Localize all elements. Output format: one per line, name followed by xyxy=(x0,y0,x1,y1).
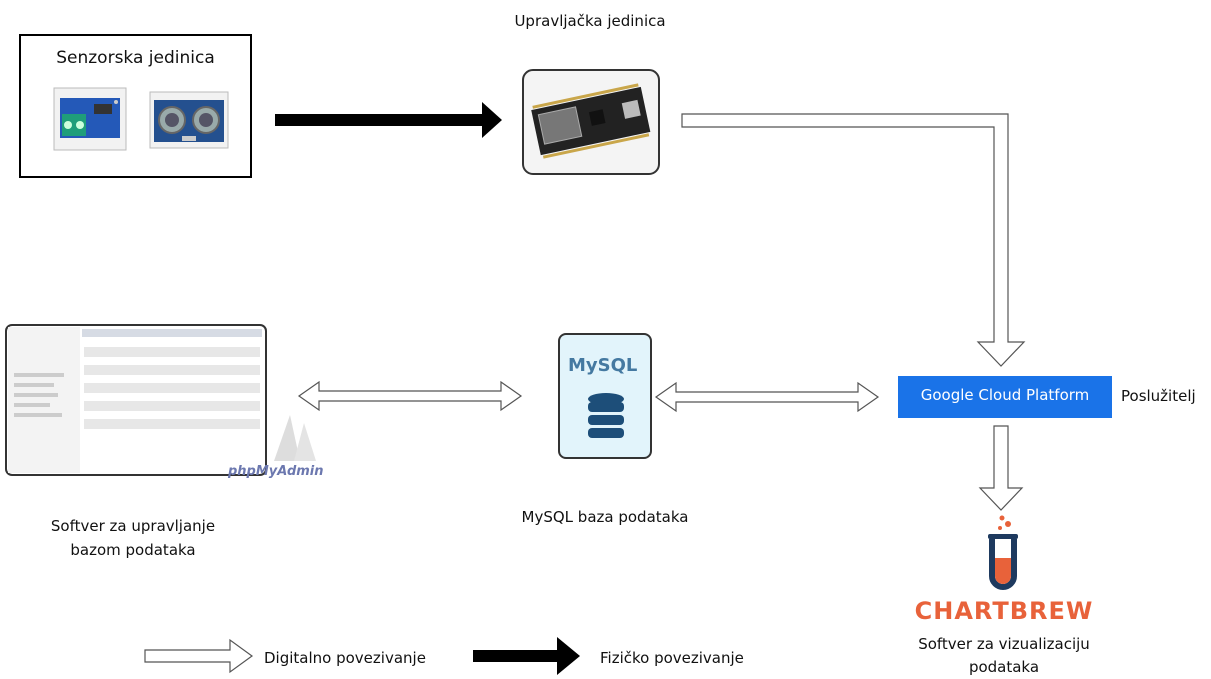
digital-arrow-mysql-gcp xyxy=(654,381,880,413)
database-icon xyxy=(588,393,624,438)
gcp-badge: Google Cloud Platform xyxy=(898,376,1112,418)
current-sensor-image xyxy=(53,87,127,151)
digital-arrow-phpmyadmin-mysql xyxy=(297,380,523,412)
phpmyadmin-caption-line2: bazom podataka xyxy=(70,541,196,559)
control-unit-title: Upravljačka jedinica xyxy=(514,12,666,30)
sensor-unit-title: Senzorska jedinica xyxy=(56,48,215,68)
legend-physical-label: Fizičko povezivanje xyxy=(600,649,744,667)
digital-arrow-controller-to-gcp xyxy=(681,113,1026,367)
ultrasonic-sensor-image xyxy=(149,91,229,149)
esp-board-image xyxy=(522,69,660,175)
legend-digital-arrow xyxy=(144,638,254,674)
legend-digital-label: Digitalno povezivanje xyxy=(264,649,426,667)
legend-physical-arrow xyxy=(473,637,580,675)
phpmyadmin-caption-line1: Softver za upravljanje xyxy=(50,517,216,535)
sensor-unit-box: Senzorska jedinica xyxy=(19,34,252,178)
digital-arrow-gcp-to-chartbrew xyxy=(978,425,1024,511)
mysql-logo-text: MySQL xyxy=(568,355,638,376)
physical-arrow-sensor-to-controller xyxy=(275,102,502,138)
chartbrew-logo-text: CHARTBREW xyxy=(914,597,1094,625)
mysql-logo-card: MySQL xyxy=(558,333,652,459)
phpmyadmin-logo: phpMyAdmin xyxy=(228,464,324,479)
mysql-caption: MySQL baza podataka xyxy=(521,508,689,526)
phpmyadmin-screenshot xyxy=(5,324,316,476)
chartbrew-flask-icon xyxy=(988,515,1018,590)
gcp-role-label: Poslužitelj xyxy=(1121,387,1196,405)
chartbrew-caption-line1: Softver za vizualizaciju xyxy=(918,635,1090,653)
gcp-badge-text: Google Cloud Platform xyxy=(920,386,1090,404)
chartbrew-caption-line2: podataka xyxy=(968,658,1040,676)
